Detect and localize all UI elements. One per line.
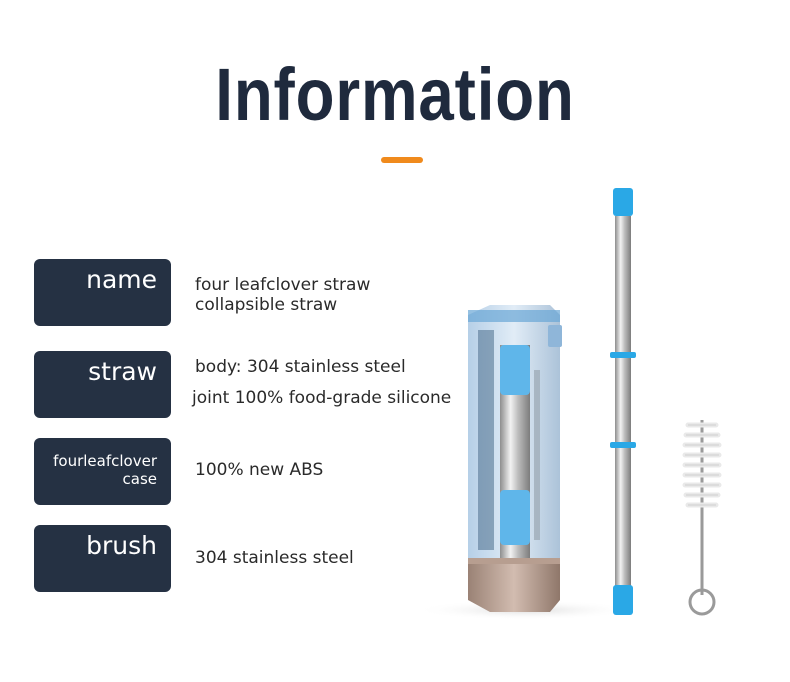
label-name-text: name <box>86 265 157 294</box>
desc-name-line2: collapsible straw <box>195 295 338 315</box>
label-case: fourleafclover case <box>34 438 171 505</box>
brush-illustration <box>682 420 722 616</box>
label-name: name <box>34 259 171 326</box>
product-image <box>415 188 722 620</box>
label-brush: brush <box>34 525 171 592</box>
label-case-line2: case <box>122 470 157 488</box>
desc-brush-line1: 304 stainless steel <box>195 548 354 568</box>
desc-case-line1: 100% new ABS <box>195 460 324 480</box>
desc-name-line1: four leafclover straw <box>195 275 371 295</box>
desc-straw-line1: body: 304 stainless steel <box>195 357 406 377</box>
title-underline-accent <box>381 157 423 163</box>
label-straw-text: straw <box>88 357 157 386</box>
label-straw: straw <box>34 351 171 418</box>
page-title: Information <box>215 53 575 136</box>
label-brush-text: brush <box>86 531 157 560</box>
label-case-line1: fourleafclover <box>53 452 157 470</box>
desc-straw-line2: joint 100% food-grade silicone <box>192 388 452 408</box>
